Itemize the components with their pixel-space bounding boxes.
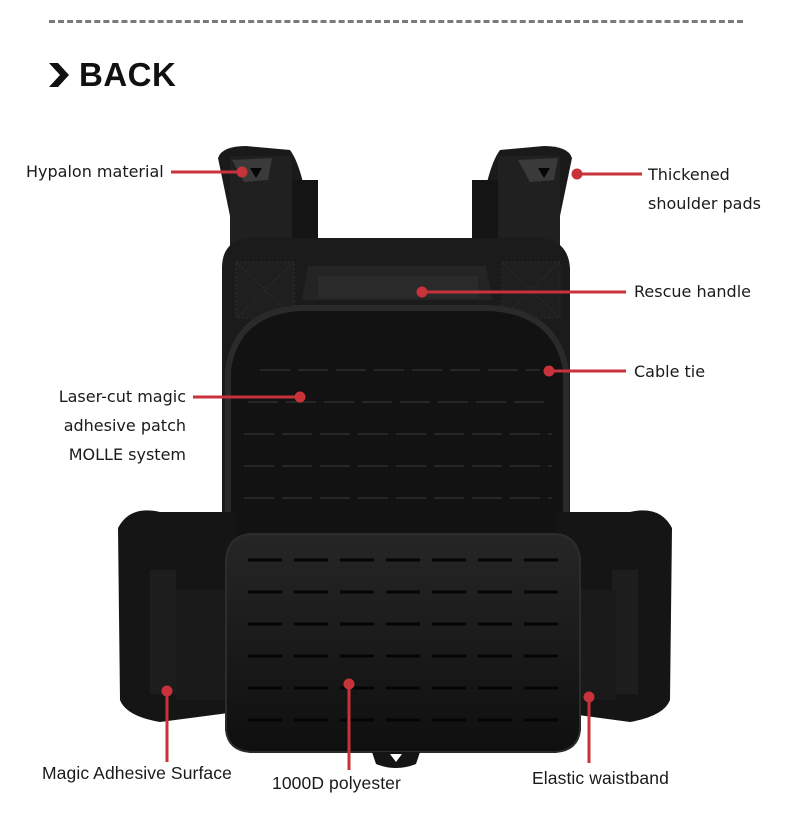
callout-line: Laser-cut magic <box>58 387 186 406</box>
chevron-right-icon <box>49 63 69 87</box>
callout-laser-cut-patch: Laser-cut magic adhesive patch MOLLE sys… <box>59 382 186 469</box>
callout-magic-adhesive-surface: Magic Adhesive Surface <box>42 763 232 783</box>
dashed-divider <box>49 20 743 23</box>
callout-line: MOLLE system <box>68 445 186 464</box>
callout-cable-tie: Cable tie <box>634 362 706 381</box>
right-shoulder-strap <box>472 146 572 246</box>
section-title: BACK <box>79 56 177 93</box>
callout-line: shoulder pads <box>648 194 761 213</box>
callout-elastic-waistband: Elastic waistband <box>532 768 669 788</box>
section-heading: BACK <box>47 56 176 94</box>
callout-line: Thickened <box>648 165 730 184</box>
callout-hypalon-material: Hypalon material <box>26 162 164 181</box>
callout-line: adhesive patch <box>63 416 186 435</box>
callout-thickened-shoulder-pads: Thickened shoulder pads <box>648 160 761 218</box>
callout-rescue-handle: Rescue handle <box>634 282 751 301</box>
callout-1000d-polyester: 1000D polyester <box>272 773 401 793</box>
